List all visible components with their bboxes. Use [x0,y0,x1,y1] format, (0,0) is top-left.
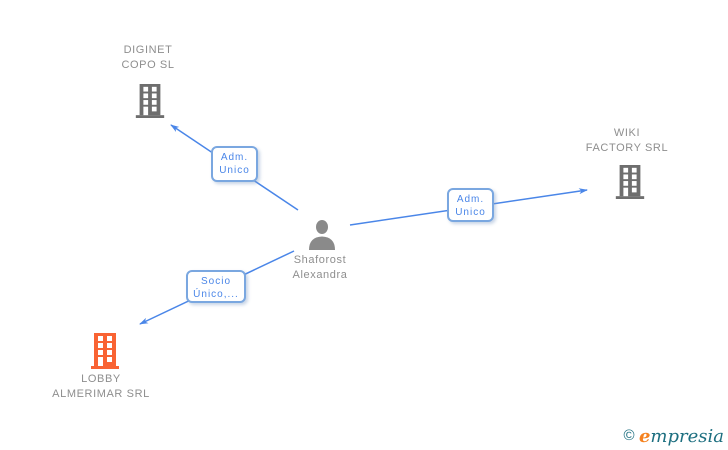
copyright-symbol: © [623,427,635,444]
node-label-diginet-copo-sl[interactable]: DIGINET COPO SL [78,43,218,73]
edge-label-line: Unico [455,207,486,218]
node-name-line: LOBBY [81,373,121,385]
brand-name: empresia [639,426,724,447]
edge-label-line: Unico [219,165,250,176]
building-icon[interactable] [614,165,646,199]
node-label-lobby-almerimar-srl[interactable]: LOBBY ALMERIMAR SRL [31,372,171,402]
node-name-line: Alexandra [292,269,348,281]
edge-label-socio-unico-lobby: Socio Único,... [186,270,246,303]
edge-label-line: Adm. [456,194,485,205]
brand-first-letter: e [638,426,651,447]
node-name-line: COPO SL [121,59,175,71]
node-label-shaforost-alexandra[interactable]: Shaforost Alexandra [250,253,390,283]
node-name-line: WIKI [613,127,641,139]
edge-label-adm-unico-diginet: Adm. Unico [211,146,258,182]
edge-label-line: Adm. [220,152,249,163]
empresia-logo[interactable]: © empresia [623,426,724,447]
building-icon[interactable] [91,333,119,369]
node-name-line: Shaforost [293,254,347,266]
node-label-wiki-factory-srl[interactable]: WIKI FACTORY SRL [557,126,697,156]
node-name-line: DIGINET [123,44,173,56]
brand-rest: mpresia [650,426,724,447]
edge-label-line: Único,... [193,289,239,300]
node-name-line: FACTORY SRL [585,142,669,154]
building-icon[interactable] [134,84,166,118]
edge-label-line: Socio [200,276,231,287]
person-icon[interactable] [308,220,336,250]
node-name-line: ALMERIMAR SRL [52,388,150,400]
edge-label-adm-unico-wiki: Adm. Unico [447,188,494,222]
